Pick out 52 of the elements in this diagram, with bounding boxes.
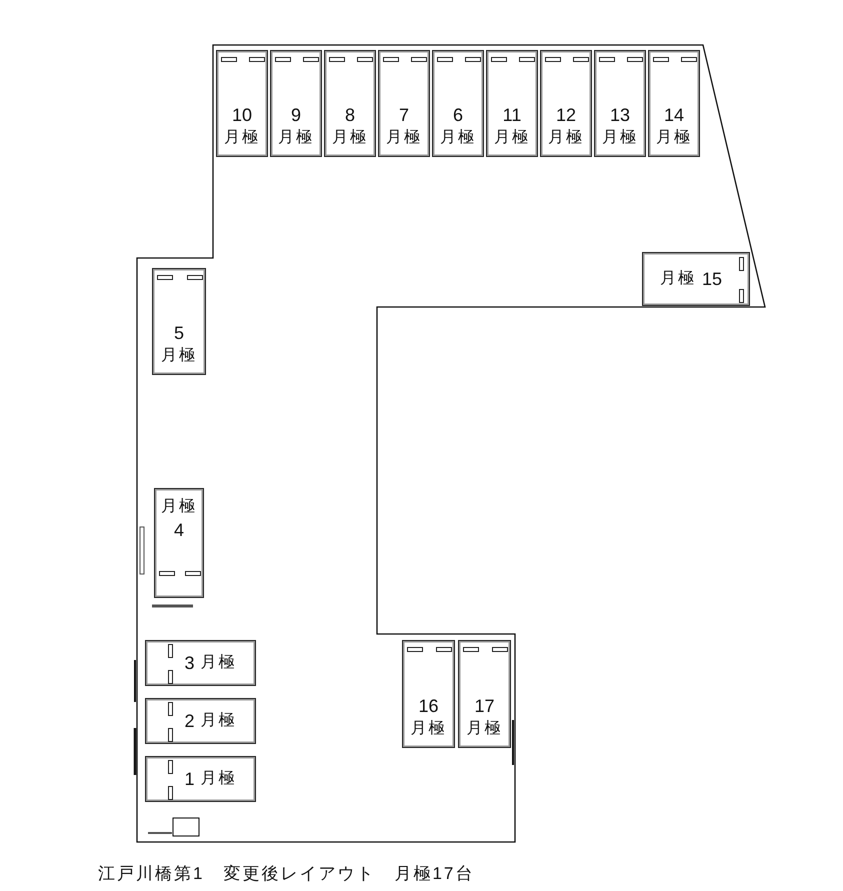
space-type-label: 月極: [656, 130, 692, 146]
space-number: 11: [502, 106, 522, 124]
parking-space: [145, 698, 256, 744]
space-number: 4: [174, 521, 184, 539]
space-number: 12: [556, 106, 576, 124]
parking-space: [270, 50, 322, 157]
space-number: 8: [344, 106, 355, 124]
space-type-label: 月極: [410, 721, 446, 737]
space-number: 5: [174, 324, 184, 342]
space-type-label: 月極: [440, 130, 476, 146]
space-number: 16: [418, 697, 439, 715]
space-number: 9: [290, 106, 301, 124]
space-type-label: 月極: [278, 130, 314, 146]
space-type-label: 月極: [161, 499, 197, 515]
space-type-label: 月極: [602, 130, 638, 146]
space-number: 1: [184, 770, 194, 788]
parking-space: [648, 50, 700, 157]
parking-space: [216, 50, 268, 157]
parking-space: [324, 50, 376, 157]
parking-space: [642, 252, 750, 306]
parking-space: [402, 640, 455, 748]
parking-space: [378, 50, 430, 157]
space-number: 2: [184, 712, 194, 730]
space-number: 7: [398, 106, 409, 124]
space-number: 15: [702, 270, 722, 288]
parking-space: [594, 50, 646, 157]
space-type-label: 月極: [494, 130, 530, 146]
space-number: 17: [474, 697, 495, 715]
space-number: 6: [452, 106, 463, 124]
space-type-label: 月極: [200, 655, 236, 671]
space-number: 10: [232, 106, 252, 124]
space-number: 3: [184, 654, 194, 672]
space-type-label: 月極: [224, 130, 260, 146]
space-type-label: 月極: [466, 721, 502, 737]
parking-space: [145, 640, 256, 686]
space-type-label: 月極: [200, 713, 236, 729]
caption: 江戸川橋第1 変更後レイアウト 月極17台: [98, 863, 474, 885]
space-type-label: 月極: [161, 348, 197, 364]
parking-space: [152, 268, 206, 375]
parking-space: [154, 488, 204, 598]
parking-space: [458, 640, 511, 748]
space-type-label: 月極: [660, 271, 696, 287]
parking-space: [486, 50, 538, 157]
space-type-label: 月極: [200, 771, 236, 787]
space-type-label: 月極: [386, 130, 422, 146]
space-number: 14: [664, 106, 684, 124]
space-type-label: 月極: [548, 130, 584, 146]
parking-space: [540, 50, 592, 157]
space-number: 13: [610, 106, 630, 124]
parking-space: [432, 50, 484, 157]
space-type-label: 月極: [332, 130, 368, 146]
parking-space: [145, 756, 256, 802]
